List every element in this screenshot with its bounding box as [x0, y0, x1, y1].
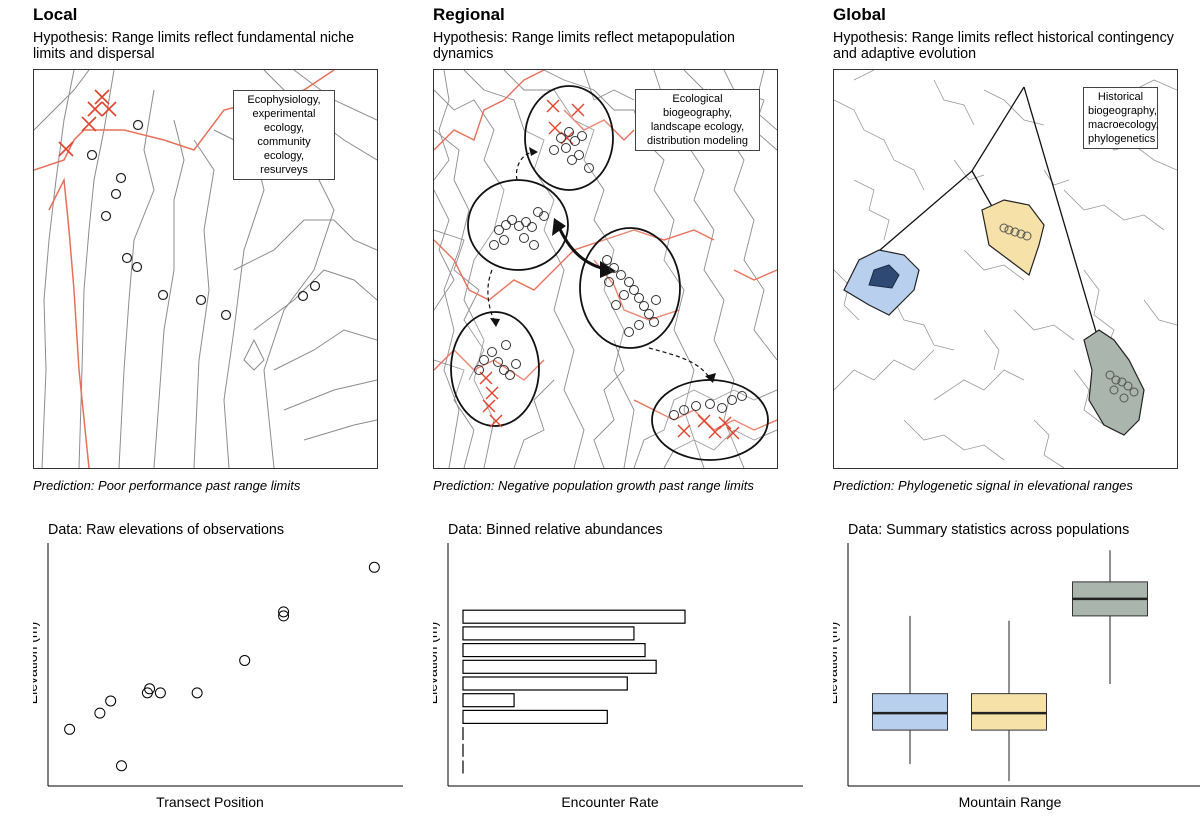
local-map: Ecophysiology, experimental ecology, com…: [33, 69, 378, 469]
regional-map: Ecological biogeography, landscape ecolo…: [433, 69, 778, 469]
methods-line: Ecophysiology,: [247, 94, 321, 106]
presence-circles: [86, 119, 321, 321]
panel-title: Local: [33, 5, 78, 24]
methods-box: Historical biogeography, macroecology, p…: [1083, 87, 1159, 149]
data-point: [105, 695, 117, 707]
global-terrain-map: [834, 70, 1177, 468]
sample-circles: [999, 223, 1139, 403]
methods-line: experimental ecology,: [252, 108, 316, 134]
methods-line: landscape ecology,: [650, 121, 745, 133]
methods-line: macroecology,: [1088, 119, 1159, 131]
global-map: Historical biogeography, macroecology, p…: [833, 69, 1178, 469]
data-title: Data: Raw elevations of observations: [48, 522, 285, 538]
bar: [462, 626, 635, 641]
global-box-chart: Mountain Range Elevation (m): [824, 543, 1200, 830]
range-lines: [879, 86, 1100, 343]
methods-box: Ecological biogeography, landscape ecolo…: [635, 89, 760, 151]
bar: [462, 659, 657, 674]
regional-bar-chart: Encounter Rate Elevation (m): [424, 543, 803, 830]
tan-range-region: [981, 199, 1045, 276]
data-point: [239, 654, 251, 666]
range-limit-line: [48, 177, 90, 468]
bar: [462, 609, 686, 624]
methods-line: phylogenetics: [1088, 133, 1156, 145]
local-scatter-chart: Transect Position Elevation (m): [24, 543, 403, 830]
methods-box: Ecophysiology, experimental ecology, com…: [233, 90, 335, 180]
data-point: [278, 610, 290, 622]
absence-crosses: [58, 89, 117, 157]
bar: [462, 709, 608, 724]
methods-line: Historical: [1097, 91, 1144, 103]
hypothesis-text: Hypothesis: Range limits reflect histori…: [833, 30, 1174, 62]
data-point: [115, 760, 127, 772]
hypothesis-text: Hypothesis: Range limits reflect fundame…: [33, 30, 355, 62]
bar-plot: Encounter Rate Elevation (m): [424, 543, 803, 810]
methods-line: biogeography,: [1088, 105, 1157, 117]
data-point: [94, 707, 106, 719]
range-limit-lines: [434, 70, 777, 431]
regional-contour-map: [434, 70, 777, 468]
gray-range-region: [1083, 329, 1145, 436]
regional-panel: Regional Hypothesis: Range limits reflec…: [424, 0, 803, 830]
box-plot: Mountain Range Elevation (m): [824, 543, 1200, 810]
methods-line: Ecological: [672, 93, 723, 105]
data-point: [64, 723, 76, 735]
panel-title: Regional: [433, 5, 505, 24]
prediction-text: Prediction: Negative population growth p…: [433, 478, 754, 493]
methods-line: distribution modeling: [647, 135, 748, 147]
global-panel: Global Hypothesis: Range limits reflect …: [824, 0, 1200, 830]
data-point: [278, 606, 290, 618]
absence-crosses: [479, 99, 740, 440]
terrain-outlines: [834, 70, 1177, 468]
scatter-plot: Transect Position Elevation (m): [24, 543, 403, 810]
data-title: Data: Binned relative abundances: [448, 522, 663, 538]
x-axis-label: Encounter Rate: [561, 794, 658, 810]
y-axis-label: Elevation (m): [33, 622, 40, 704]
x-axis-label: Transect Position: [156, 794, 264, 810]
methods-line: community ecology,: [257, 136, 311, 162]
y-axis-label: Elevation (m): [833, 622, 840, 704]
arrow-heads: [490, 147, 716, 383]
local-panel: Local Hypothesis: Range limits reflect f…: [24, 0, 403, 830]
panel-title: Global: [833, 5, 886, 24]
data-point: [144, 683, 156, 695]
bar: [462, 642, 646, 658]
data-point: [191, 687, 203, 699]
hypothesis-text: Hypothesis: Range limits reflect metapop…: [433, 30, 735, 62]
data-point: [154, 687, 166, 699]
methods-line: resurveys: [260, 164, 308, 176]
x-axis-label: Mountain Range: [959, 794, 1062, 810]
data-point: [368, 561, 380, 573]
y-axis-label: Elevation (m): [433, 622, 440, 704]
methods-line: biogeography,: [663, 107, 732, 119]
presence-circles: [474, 127, 747, 420]
data-title: Data: Summary statistics across populati…: [848, 522, 1130, 538]
blue-range-core: [868, 264, 900, 289]
bar: [462, 676, 628, 691]
prediction-text: Prediction: Poor performance past range …: [33, 478, 301, 493]
bar: [462, 693, 515, 708]
prediction-text: Prediction: Phylogenetic signal in eleva…: [833, 478, 1133, 493]
